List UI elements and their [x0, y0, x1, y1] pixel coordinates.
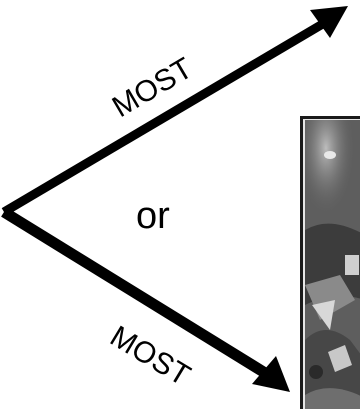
lower-arrowhead [252, 356, 290, 392]
upper-arrowhead [310, 6, 348, 38]
lower-arrow-label: MOST [104, 320, 195, 393]
lower-arrow [1, 207, 290, 392]
photo-thumbnail [300, 116, 360, 409]
upper-arrow [1, 6, 348, 216]
center-or-label: or [136, 195, 170, 237]
photo-content [305, 120, 360, 409]
upper-arrow-label: MOST [107, 52, 198, 124]
